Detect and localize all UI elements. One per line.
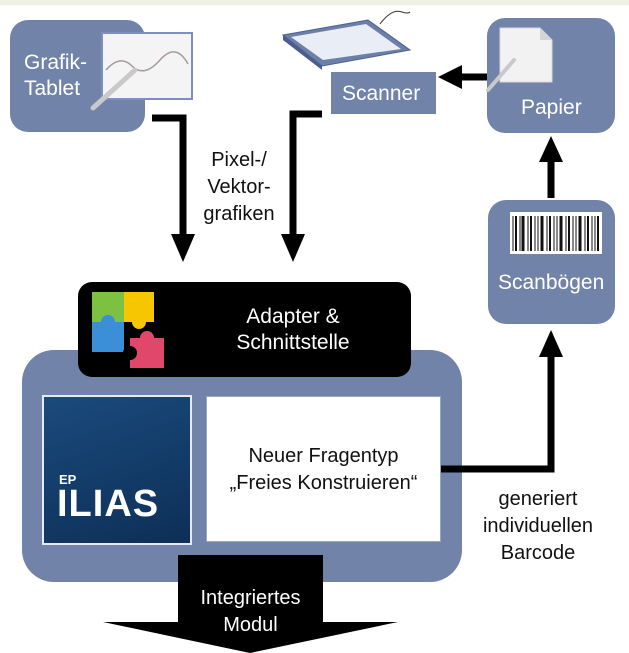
adapter-label: Adapter & Schnittstelle bbox=[236, 305, 350, 354]
top-strip bbox=[0, 0, 629, 5]
puzzle-icon bbox=[92, 292, 164, 368]
ilias-logo-text: ILIAS bbox=[57, 483, 160, 525]
arrow-tablet-to-adapter bbox=[152, 114, 195, 262]
paper-icon bbox=[486, 27, 553, 92]
paper-label: Papier bbox=[521, 96, 582, 119]
tablet-label: Grafik- Tablet bbox=[24, 51, 87, 100]
scanner-label: Scanner bbox=[342, 82, 421, 105]
scanner-icon bbox=[281, 10, 412, 70]
arrow-scanner-to-adapter bbox=[281, 110, 322, 262]
ilias-logo: EP ILIAS bbox=[42, 395, 192, 545]
arrow-paper-to-scanner bbox=[438, 65, 487, 89]
scanforms-label: Scanbögen bbox=[498, 271, 605, 294]
barcode-label: generiert individuellen Barcode bbox=[482, 488, 594, 564]
pixel-label: Pixel-/ Vektor- grafiken bbox=[203, 149, 275, 225]
tablet-icon bbox=[90, 32, 193, 111]
question-type-box: Neuer Fragentyp „Freies Konstruieren“ bbox=[206, 396, 441, 542]
module-label: Integriertes Modul bbox=[200, 587, 301, 636]
arrow-question-to-scanforms bbox=[441, 330, 563, 473]
ilias-logo-super: EP bbox=[59, 472, 77, 487]
barcode-icon bbox=[510, 212, 602, 254]
module-output-arrow bbox=[103, 555, 398, 653]
question-type-label: Neuer Fragentyp „Freies Konstruieren“ bbox=[229, 445, 418, 494]
scanner-box: Scanner bbox=[331, 72, 436, 114]
arrow-scanforms-to-paper bbox=[539, 136, 563, 198]
